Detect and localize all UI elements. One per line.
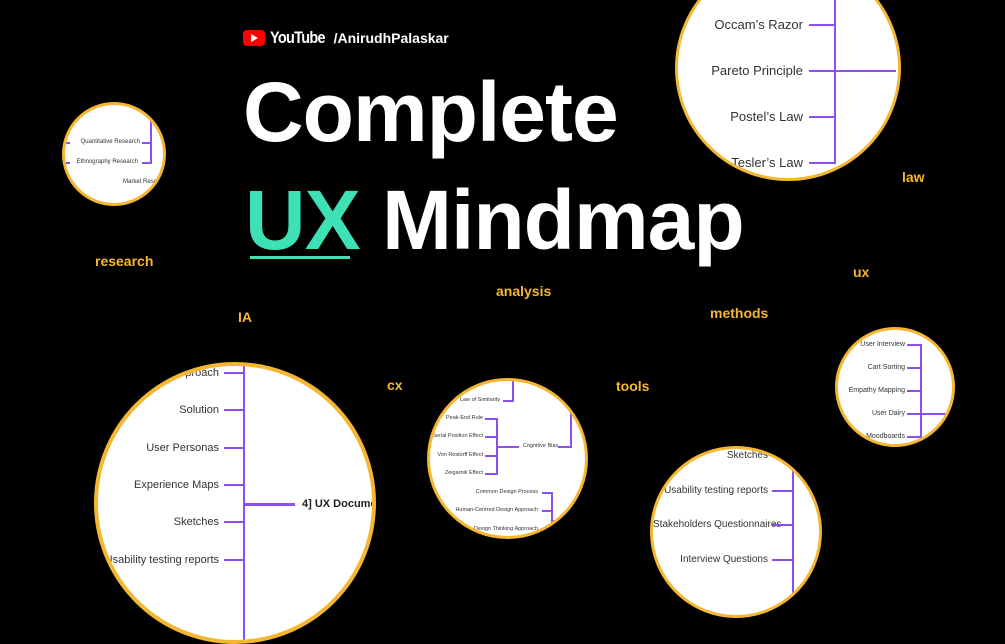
keyword-tools: tools — [616, 378, 650, 394]
node-postels-law: Postel’s Law — [730, 109, 803, 124]
ux-underline — [250, 256, 350, 259]
node-von-restorff-effect: Von Restorff Effect — [437, 452, 483, 458]
node-market-research: Market Resea — [123, 179, 161, 185]
node-sketches: Sketches — [726, 450, 768, 461]
channel-handle: /AnirudhPalaskar — [333, 30, 449, 46]
branch-line — [224, 372, 244, 374]
branch-trunk — [570, 412, 572, 448]
node-teslers-law: Tesler’s Law — [731, 155, 803, 170]
keyword-ux: ux — [853, 264, 870, 280]
branch-line — [772, 455, 792, 457]
title-line-1: Complete — [243, 65, 619, 159]
bubble-deliverables: Sketches Usability testing reports Stake… — [650, 446, 822, 618]
node-peak-end-rule: Peak-End Rule — [446, 415, 483, 421]
branch-line — [496, 446, 519, 448]
branch-line — [772, 490, 792, 492]
branch-line — [65, 162, 70, 164]
node-solution: Solution — [179, 404, 219, 416]
bubble-ux-documents: proach Solution User Personas Experience… — [94, 362, 376, 644]
node-usability-testing-reports: Usability testing reports — [664, 485, 768, 496]
keyword-methods: methods — [710, 305, 769, 321]
bubble-research: Quantitative Research Ethnography Resear… — [62, 102, 166, 206]
branch-line — [809, 162, 835, 164]
keyword-analysis: analysis — [496, 283, 552, 299]
node-zeigarnik-effect: Zeigarnik Effect — [444, 470, 483, 476]
bubble-laws: Occam’s Razor Pareto Principle Postel’s … — [675, 0, 901, 181]
branch-line — [224, 409, 244, 411]
branch-line — [809, 70, 896, 72]
branch-line — [142, 142, 151, 144]
branch-line — [224, 559, 244, 561]
branch-line — [558, 446, 571, 448]
channel-brand: YouTube /AnirudhPalaskar — [243, 28, 449, 48]
node-sketches: Sketches — [173, 516, 219, 528]
branch-line — [772, 524, 792, 526]
branch-trunk — [834, 0, 836, 164]
node-pareto-principle: Pareto Principle — [711, 63, 803, 78]
branch-line — [542, 492, 552, 494]
node-human-centred-design: Human-Centred Design Approach — [455, 507, 538, 513]
node-cognitive-bias: Cognitive Bias — [523, 443, 559, 449]
branch-line — [224, 447, 244, 449]
node-stakeholders-questionnaires: Stakeholders Questionnaires — [653, 519, 782, 530]
node-approach: proach — [185, 367, 219, 379]
branch-line — [485, 436, 496, 438]
title-accent-ux: UX — [245, 173, 361, 267]
youtube-wordmark: YouTube — [270, 28, 326, 47]
branch-line — [485, 455, 496, 457]
branch-line — [142, 162, 151, 164]
branch-trunk — [551, 492, 553, 536]
keyword-ia: IA — [238, 309, 252, 325]
node-empathy-mapping: Empathy Mapping — [848, 387, 905, 394]
title-mindmap: Mindmap — [382, 173, 745, 267]
node-experience-maps: Experience Maps — [134, 479, 219, 491]
node-serial-position-effect: Serial Position Effect — [432, 433, 483, 439]
keyword-research: research — [95, 253, 154, 269]
branch-line — [542, 510, 552, 512]
branch-trunk — [512, 381, 514, 402]
node-occams-razor: Occam’s Razor — [714, 17, 803, 32]
title-line-2: UX Mindmap — [245, 178, 745, 262]
node-interview-questions: Interview Questions — [680, 554, 768, 565]
branch-line — [542, 529, 552, 531]
node-user-dairy: User Dairy — [871, 410, 905, 417]
branch-line — [485, 418, 496, 420]
branch-line — [485, 473, 496, 475]
branch-trunk — [150, 105, 152, 164]
keyword-law: law — [902, 169, 925, 185]
branch-line — [907, 367, 921, 369]
branch-line — [809, 116, 835, 118]
branch-line — [503, 400, 513, 402]
branch-trunk — [920, 344, 922, 444]
branch-line — [907, 390, 921, 392]
node-moodboards: Moodboards — [866, 433, 905, 440]
node-cart-sorting: Cart Sorting — [867, 364, 905, 371]
branch-line — [243, 503, 295, 506]
node-user-personas: User Personas — [146, 442, 219, 454]
branch-line — [65, 142, 70, 144]
branch-line — [551, 520, 585, 522]
node-ethnography-research: Ethnography Research — [76, 159, 138, 165]
node-design-thinking: Design Thinking Approach — [473, 526, 538, 532]
branch-line — [907, 436, 921, 438]
node-user-interview: User Interview — [860, 341, 905, 348]
node-quantitative-research: Quantitative Research — [80, 139, 140, 145]
bubble-methods: User Interview Cart Sorting Empathy Mapp… — [835, 327, 955, 447]
youtube-play-icon — [243, 30, 265, 46]
node-law-of-similarity: Law of Similarity — [459, 397, 500, 403]
branch-line — [224, 484, 244, 486]
node-usability-testing-reports: Usability testing reports — [104, 554, 219, 566]
keyword-cx: cx — [387, 377, 403, 393]
bubble-cognitive-bias: Law of Similarity Peak-End Rule Serial P… — [427, 378, 588, 539]
node-ux-documents: 4] UX Documen — [302, 498, 376, 510]
branch-line — [907, 413, 952, 415]
node-common-design-process: Common Design Process — [475, 489, 538, 495]
branch-line — [224, 521, 244, 523]
branch-line — [772, 559, 792, 561]
branch-line — [907, 344, 921, 346]
branch-trunk — [792, 449, 794, 615]
branch-line — [809, 24, 835, 26]
